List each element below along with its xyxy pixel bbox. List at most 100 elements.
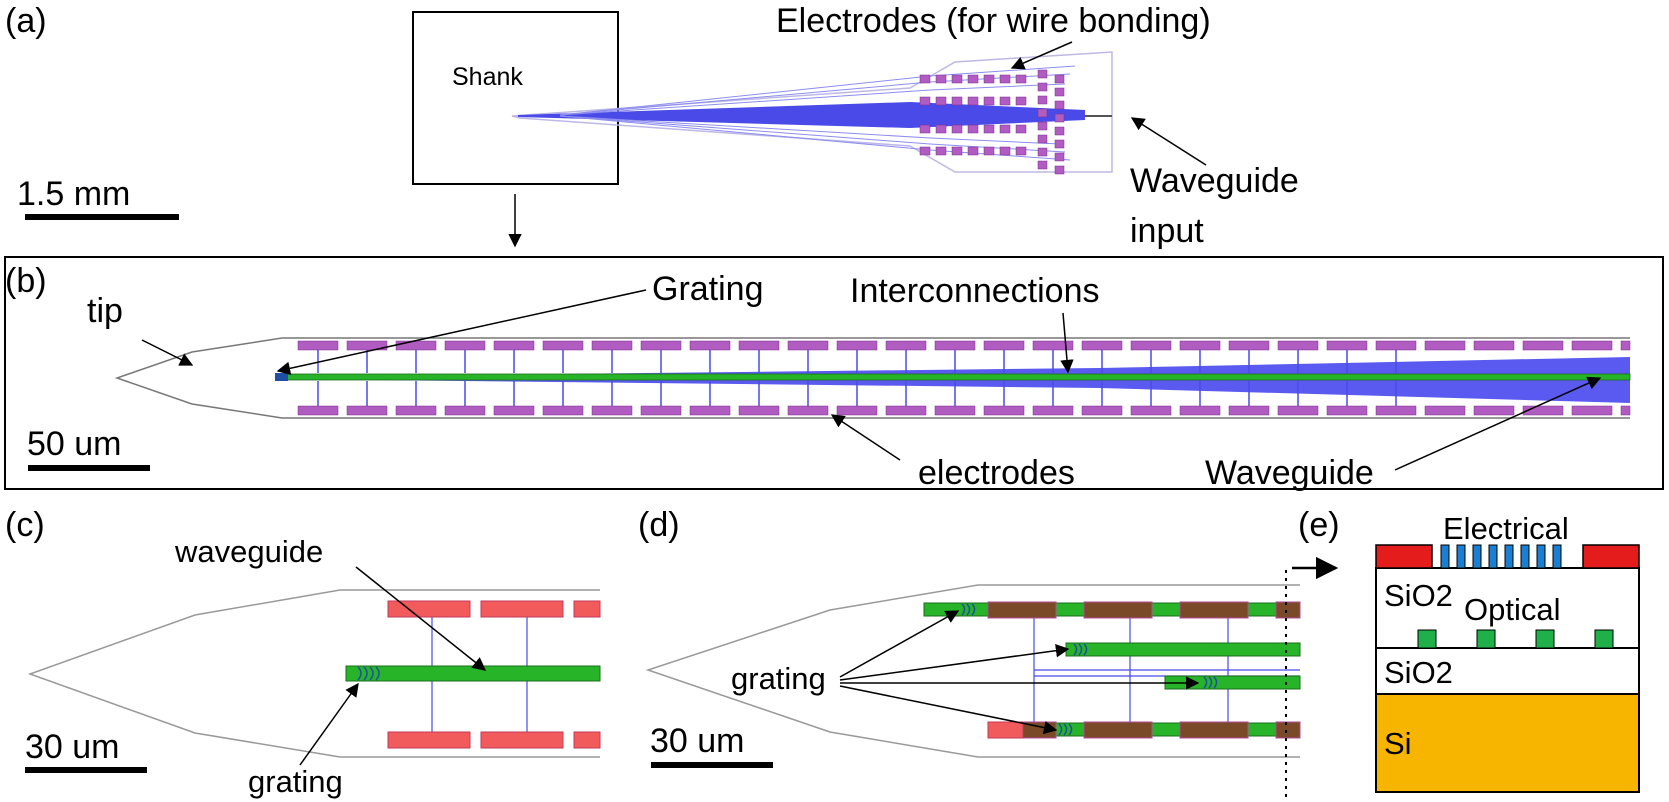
electrode-pad xyxy=(444,405,486,416)
shank-outline-c xyxy=(27,589,600,758)
electrode-pad xyxy=(640,405,682,416)
bond-pad xyxy=(983,74,995,84)
waveguide-input-label-1: Waveguide xyxy=(1130,162,1299,200)
bond-pad xyxy=(1054,152,1065,162)
bond-pad xyxy=(1037,95,1048,105)
electrode-pad xyxy=(444,340,486,351)
electrode-pad xyxy=(591,340,633,351)
bond-pad xyxy=(935,124,947,134)
bond-pad xyxy=(967,124,979,134)
electrode-pad xyxy=(493,340,535,351)
si-label: Si xyxy=(1384,726,1412,761)
bond-pad xyxy=(951,146,963,156)
si-substrate xyxy=(1375,693,1640,793)
bond-pad xyxy=(1015,96,1027,106)
panel-c: (c) waveguide grating 30 um xyxy=(5,506,601,799)
bond-pad xyxy=(935,146,947,156)
bond-pad xyxy=(967,96,979,106)
electrode-pad xyxy=(542,405,584,416)
waveguide-arrow-c xyxy=(355,566,487,671)
electrode-pad xyxy=(1179,405,1221,416)
bond-pads xyxy=(919,69,1065,175)
electrode-pad xyxy=(934,405,976,416)
electrode-pad xyxy=(1424,405,1466,416)
electrode-pad xyxy=(689,340,731,351)
electrode-pad xyxy=(1326,340,1368,351)
electrode-pad xyxy=(885,405,927,416)
electrical-traces xyxy=(1440,544,1562,569)
panel-b: (b) tip Grating Interconnections electro… xyxy=(4,256,1664,492)
electrode-pad xyxy=(1277,405,1319,416)
interconnections-label: Interconnections xyxy=(850,272,1100,310)
panel-b-letter: (b) xyxy=(5,262,47,300)
grating-arrows-d xyxy=(839,610,1200,735)
electrode-pad xyxy=(346,340,388,351)
scale-a-label: 1.5 mm xyxy=(17,175,130,213)
bond-pad xyxy=(1054,126,1065,136)
electrodes-arrow xyxy=(1010,41,1073,70)
scale-c-label: 30 um xyxy=(25,728,120,766)
electrode-pad xyxy=(1179,340,1221,351)
electrode-pad xyxy=(542,340,584,351)
bond-pad xyxy=(935,96,947,106)
electrode-pad xyxy=(1277,340,1319,351)
bond-pad xyxy=(951,96,963,106)
electrode-pad xyxy=(885,340,927,351)
sio2-top-label: SiO2 xyxy=(1384,578,1453,613)
electrodes-label: Electrodes (for wire bonding) xyxy=(776,2,1211,40)
sio2-bottom-layer xyxy=(1375,647,1640,695)
electrode-pad xyxy=(787,405,829,416)
panel-e: (e) Electrical SiO2 Optical SiO2 Si xyxy=(1292,506,1640,793)
electrode-pad xyxy=(934,340,976,351)
bond-pad xyxy=(1054,165,1065,175)
scale-c-bar xyxy=(25,767,147,773)
electrode-pad xyxy=(1620,340,1631,351)
bond-pad xyxy=(967,74,979,84)
grating-c xyxy=(357,666,380,681)
bond-pad xyxy=(1015,146,1027,156)
shank-outline-b xyxy=(114,337,1630,419)
bond-pad xyxy=(1054,74,1065,84)
electrode-pad xyxy=(738,340,780,351)
bond-pad xyxy=(951,74,963,84)
bond-pad xyxy=(1037,147,1048,157)
electrode-pad xyxy=(1473,405,1515,416)
electrode-pad xyxy=(1228,340,1270,351)
electrode-pad xyxy=(836,405,878,416)
bond-pad xyxy=(999,146,1011,156)
scale-d-bar xyxy=(651,762,773,768)
panel-b-frame xyxy=(4,256,1664,490)
electrode-pad xyxy=(1571,340,1613,351)
electrode-pad xyxy=(1032,405,1074,416)
bond-pad xyxy=(983,146,995,156)
bond-pad xyxy=(919,146,931,156)
bond-pad xyxy=(967,146,979,156)
electrode-pad xyxy=(1522,340,1564,351)
scale-d-label: 30 um xyxy=(650,722,745,760)
waveguide-arrow-b xyxy=(1394,376,1602,471)
bond-pad xyxy=(919,74,931,84)
electrode-pad xyxy=(591,405,633,416)
electrode-pad xyxy=(1326,405,1368,416)
panel-a-letter: (a) xyxy=(5,2,47,40)
bond-pad xyxy=(935,74,947,84)
electrode-pad xyxy=(395,340,437,351)
electrode-pad xyxy=(983,340,1025,351)
electrode-pad xyxy=(689,405,731,416)
bond-pad xyxy=(1037,134,1048,144)
panel-d: (d) xyxy=(638,506,1301,802)
electrode-pad xyxy=(1130,405,1172,416)
electrode-pad xyxy=(1571,405,1613,416)
grating-label-d: grating xyxy=(731,661,826,696)
sio2-bottom-label: SiO2 xyxy=(1384,655,1453,690)
electrodes-arrow-b xyxy=(830,414,901,461)
panel-a: (a) Shank Electrodes (for wire bonding) … xyxy=(5,2,1299,250)
electrode-pad xyxy=(1522,405,1564,416)
electrode-pad xyxy=(1228,405,1270,416)
shank-zoom-box xyxy=(412,11,619,185)
bond-pad xyxy=(999,124,1011,134)
bond-pad xyxy=(1037,121,1048,131)
scale-b-label: 50 um xyxy=(27,425,122,463)
panel-c-letter: (c) xyxy=(5,506,45,544)
electrode-pad xyxy=(640,340,682,351)
